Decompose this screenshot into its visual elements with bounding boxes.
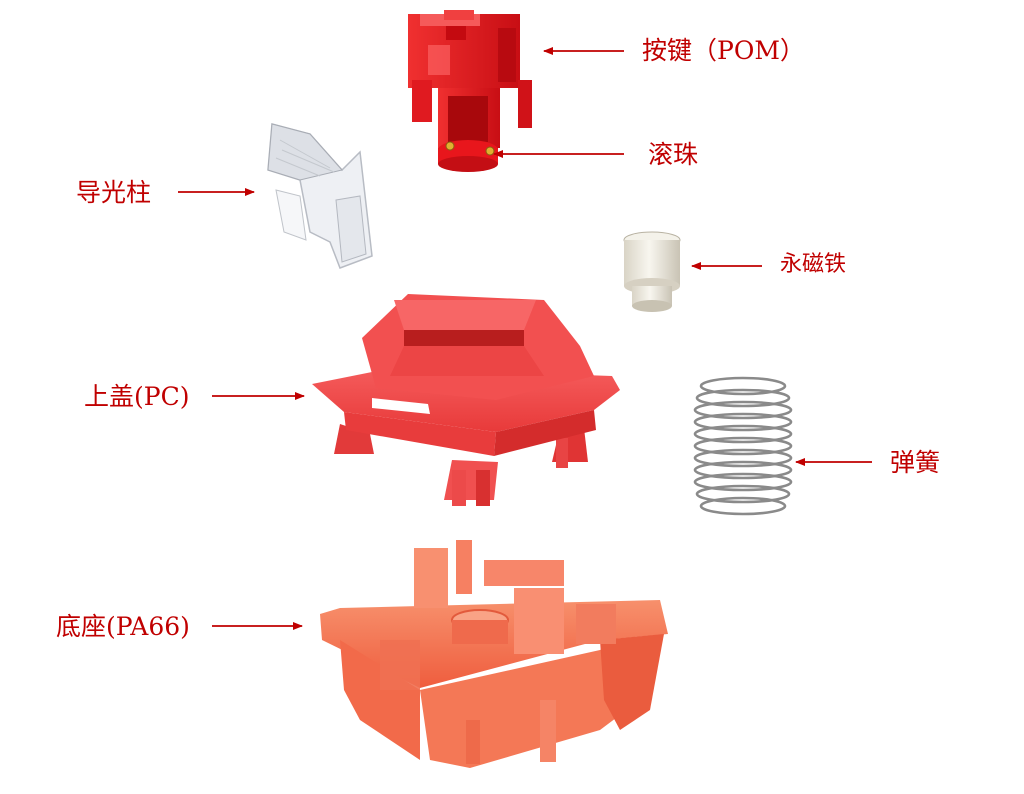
magnet-label: 永磁铁: [780, 252, 847, 277]
magnet-part: [623, 231, 681, 312]
ball-label: 滚珠: [648, 140, 699, 169]
light-pipe-part: [267, 123, 373, 269]
bottom-housing-label: 底座(PA66): [56, 612, 190, 641]
stem-label: 按键（POM）: [642, 36, 805, 65]
arrows: [178, 47, 872, 630]
stem-part: [408, 10, 532, 172]
light-pipe-label: 导光柱: [76, 178, 152, 207]
spring-part: [693, 376, 793, 516]
bottom-housing-part: [320, 540, 668, 768]
top-housing-label: 上盖(PC): [84, 382, 190, 411]
spring-label: 弹簧: [890, 448, 941, 477]
top-housing-part: [312, 294, 620, 506]
